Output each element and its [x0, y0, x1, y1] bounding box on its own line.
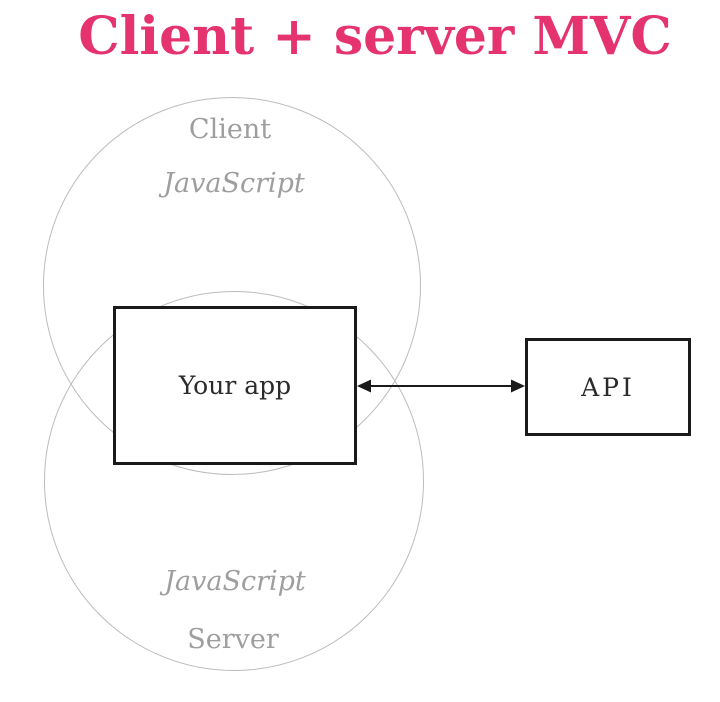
- api-box: API: [525, 338, 691, 436]
- page-title: Client + server MVC: [78, 6, 672, 67]
- server-circle: [44, 291, 424, 671]
- server-label: Server: [187, 624, 279, 655]
- double-arrow: [357, 379, 525, 393]
- client-label: Client: [188, 114, 272, 145]
- api-label: API: [581, 372, 635, 402]
- server-javascript-label: JavaScript: [164, 566, 306, 597]
- your-app-box: Your app: [113, 306, 357, 465]
- client-javascript-label: JavaScript: [163, 168, 305, 199]
- your-app-label: Your app: [178, 371, 292, 400]
